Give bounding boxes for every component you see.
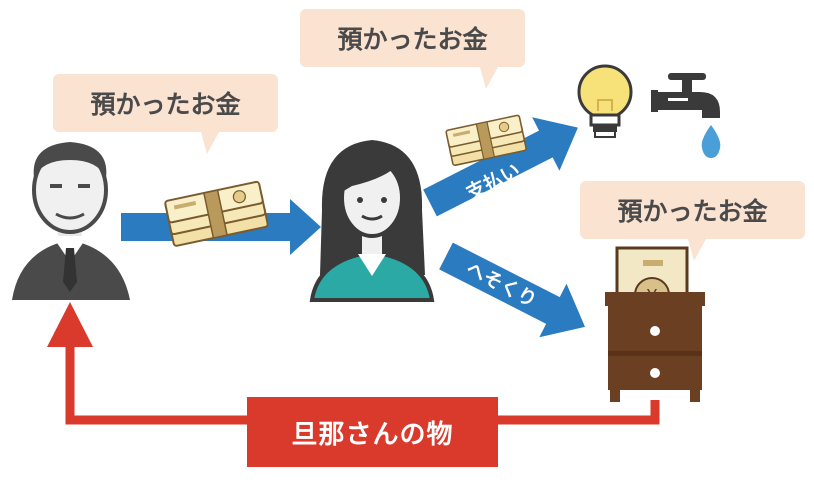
bubble-drawer-money: 預かったお金 [580, 181, 805, 261]
bubble-husband-money: 預かったお金 [53, 74, 278, 154]
husband-icon [12, 142, 130, 300]
water-faucet-icon [651, 73, 721, 158]
drawer-chest-icon: ¥ [605, 246, 705, 402]
return-arrow-head [47, 302, 93, 347]
bubble-wife-money: 預かったお金 [300, 9, 525, 89]
return-label: 旦那さんの物 [247, 397, 498, 467]
light-bulb-icon [577, 64, 633, 138]
wife-icon [309, 140, 435, 302]
hesokuri-arrow [439, 242, 585, 338]
